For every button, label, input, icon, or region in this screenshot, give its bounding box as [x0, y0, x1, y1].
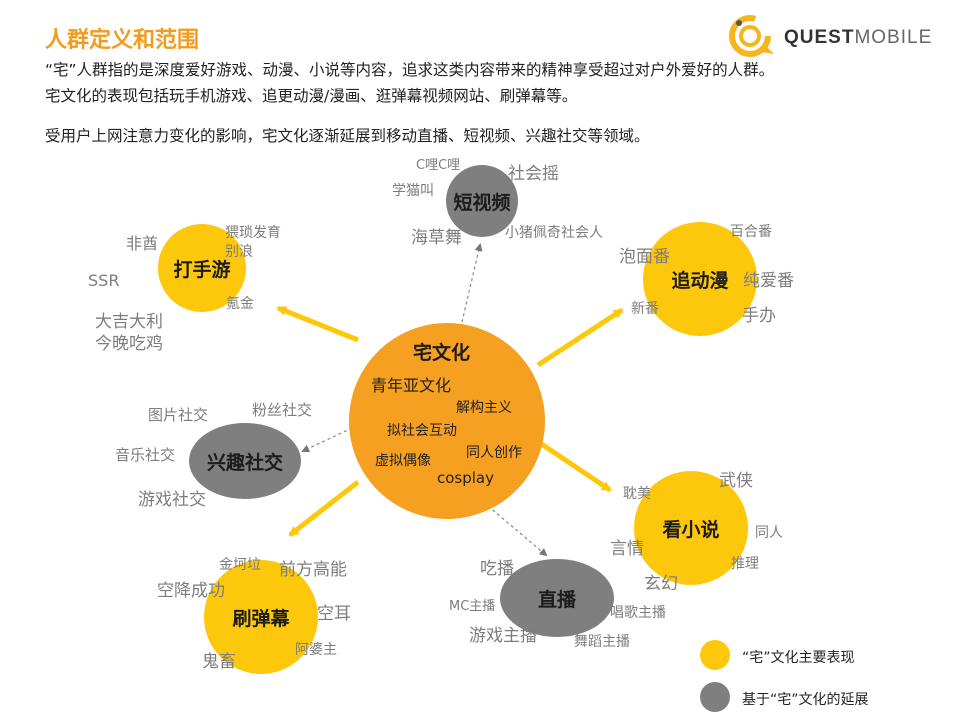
page-title: 人群定义和范围	[45, 28, 200, 53]
tag: 鬼畜	[202, 652, 236, 672]
tag: MC主播	[449, 599, 496, 614]
tag: 唱歌主播	[610, 605, 666, 621]
node-games: 打手游	[158, 224, 246, 312]
node-social: 兴趣社交	[189, 423, 301, 499]
tag: 粉丝社交	[252, 401, 313, 419]
tag: 手办	[742, 306, 776, 326]
tag: 言情	[610, 539, 644, 559]
center-tag: cosplay	[437, 469, 494, 487]
tag: 武侠	[719, 471, 753, 491]
intro-line-2: 宅文化的表现包括玩手机游戏、追更动漫/漫画、逛弹幕视频网站、刷弹幕等。	[45, 87, 578, 105]
tag: 氪金	[226, 296, 254, 312]
arrow-to-anime	[536, 307, 624, 368]
center-tag: 拟社会互动	[387, 423, 457, 439]
tag: 图片社交	[148, 406, 209, 424]
node-novel-label: 看小说	[662, 518, 720, 541]
center-tag: 同人创作	[466, 445, 522, 461]
node-live: 直播	[500, 559, 614, 637]
tag: 百合番	[730, 224, 772, 240]
tag: 推理	[731, 556, 759, 572]
node-games-label: 打手游	[173, 258, 231, 281]
tag: 游戏社交	[138, 490, 206, 510]
tag: 新番	[631, 301, 659, 317]
arrow-to-novel	[538, 440, 612, 493]
arrow-to-live	[487, 505, 548, 557]
center-node	[349, 323, 545, 519]
tag: 阿婆主	[295, 642, 337, 658]
tag: 海草舞	[411, 228, 462, 248]
tag: 游戏主播	[469, 626, 537, 646]
center-tag: 青年亚文化	[371, 376, 452, 395]
tag: 纯爱番	[743, 271, 794, 291]
tag: C哩C哩	[416, 158, 461, 173]
arrow-to-games	[276, 305, 359, 343]
tag: 空耳	[317, 604, 351, 624]
tag: 空降成功	[157, 581, 225, 601]
legend-dot-extension	[700, 682, 730, 712]
legend-dot-main	[700, 640, 730, 670]
tag: 非酋	[126, 234, 159, 253]
tag: 吃播	[480, 559, 514, 579]
tag: 泡面番	[619, 247, 670, 267]
logo-quest-text: QUEST	[784, 27, 855, 48]
node-social-label: 兴趣社交	[206, 451, 283, 474]
tag: 社会摇	[508, 164, 559, 184]
tag: 学猫叫	[392, 183, 434, 199]
node-anime-label: 追动漫	[671, 269, 729, 292]
arrow-to-video	[461, 243, 483, 323]
tag: SSR	[88, 271, 120, 290]
intro-line-1: “宅”人群指的是深度爱好游戏、动漫、小说等内容，追求这类内容带来的精神享受超过对…	[45, 61, 775, 79]
node-novel: 看小说	[634, 471, 748, 585]
tag: 音乐社交	[115, 446, 176, 464]
questmobile-logo: QUESTMOBILE	[728, 14, 931, 58]
tag: 金坷垃	[219, 557, 261, 573]
legend-main-label: “宅”文化主要表现	[742, 650, 855, 666]
center-tag: 虚拟偶像	[375, 453, 431, 469]
tag: 今晚吃鸡	[95, 334, 163, 354]
tag: 大吉大利	[95, 312, 163, 332]
tag: 耽美	[623, 486, 651, 502]
node-video: 短视频	[446, 165, 518, 237]
tag: 猥琐发育	[225, 225, 281, 241]
center-title: 宅文化	[413, 342, 471, 364]
node-anime: 追动漫	[643, 222, 757, 336]
arrow-to-danmu	[288, 480, 360, 537]
tag: 玄幻	[644, 574, 678, 594]
tag: 同人	[755, 525, 783, 541]
logo-icon	[729, 15, 774, 57]
tag: 小猪佩奇社会人	[505, 225, 603, 241]
node-live-label: 直播	[537, 588, 576, 611]
node-danmu: 刷弹幕	[204, 560, 318, 674]
node-danmu-label: 刷弹幕	[232, 607, 290, 630]
logo-mobile-text: MOBILE	[854, 27, 933, 48]
arrow-to-social	[301, 427, 353, 453]
node-video-label: 短视频	[453, 191, 511, 214]
tag: 舞蹈主播	[574, 634, 630, 650]
tag: 前方高能	[279, 560, 347, 580]
legend-extension-label: 基于“宅”文化的延展	[742, 692, 869, 708]
intro-line-3: 受用户上网注意力变化的影响，宅文化逐渐延展到移动直播、短视频、兴趣社交等领域。	[45, 127, 650, 145]
center-tag: 解构主义	[456, 400, 512, 416]
tag: 别浪	[225, 244, 253, 260]
